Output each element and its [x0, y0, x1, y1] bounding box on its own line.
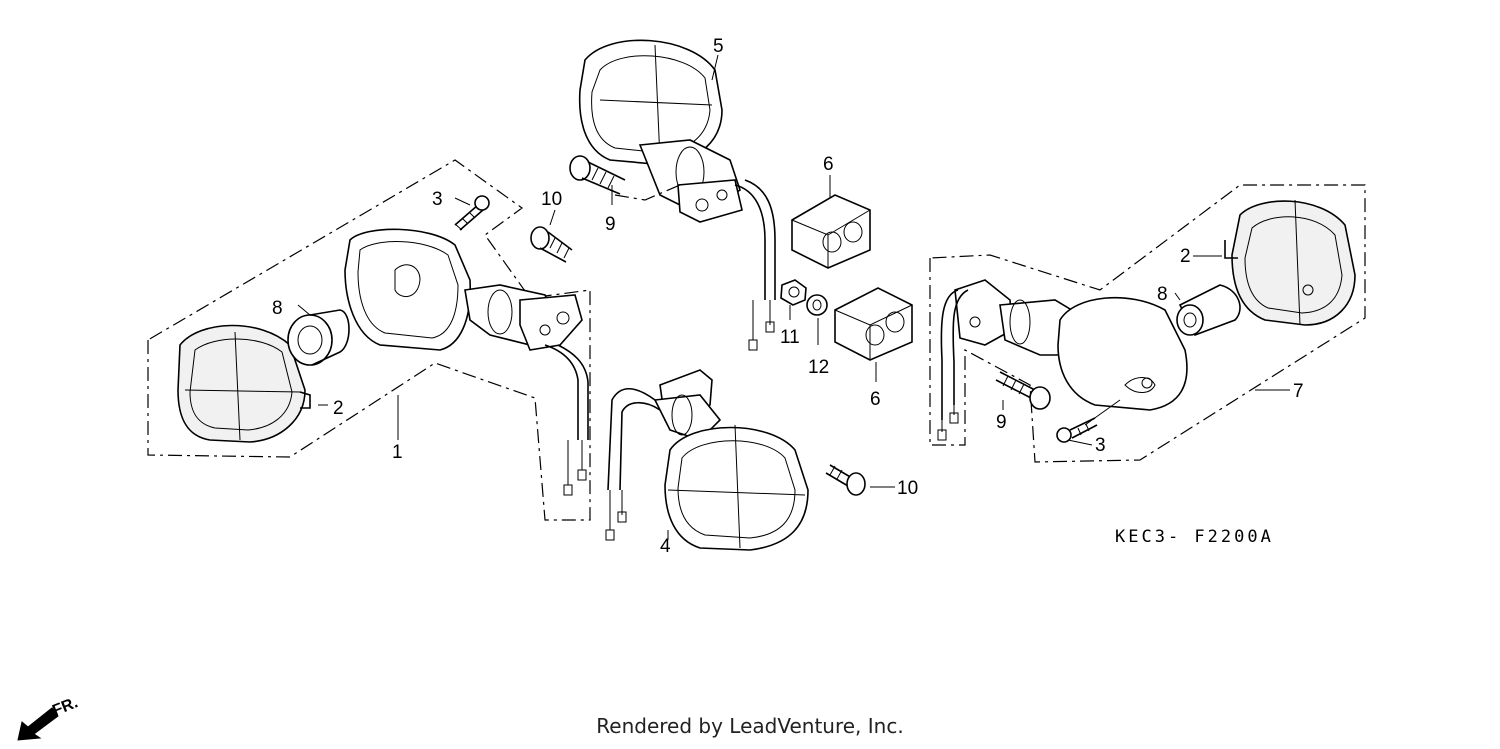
diagram-code: KEC3- F2200A — [1115, 527, 1274, 547]
lower-bolt-10 — [825, 464, 866, 496]
callout-4: 4 — [660, 536, 671, 557]
right-lens — [1224, 199, 1356, 326]
left-bolt-10 — [530, 226, 573, 263]
callout-9-upper: 9 — [605, 214, 616, 235]
front-lower-light — [605, 369, 809, 551]
callout-5: 5 — [713, 36, 724, 57]
callout-2-left: 2 — [333, 398, 344, 419]
rubber-block-6-lower — [834, 287, 913, 361]
right-bolt-9 — [995, 371, 1051, 410]
right-bulb — [1176, 284, 1241, 337]
assembly-5-border — [614, 184, 681, 201]
right-housing — [937, 279, 1188, 441]
left-housing — [344, 228, 589, 496]
callout-6-lower: 6 — [870, 389, 881, 410]
callout-2-right: 2 — [1180, 246, 1191, 267]
callout-9-right: 9 — [996, 412, 1007, 433]
upper-bolt-9 — [569, 155, 626, 195]
left-screw-3 — [454, 195, 490, 231]
leader-lines — [297, 54, 1290, 540]
left-lens — [177, 324, 311, 443]
callout-12: 12 — [808, 357, 829, 378]
credit-text: Rendered by LeadVenture, Inc. — [596, 714, 904, 738]
front-upper-light — [578, 39, 776, 351]
rubber-block-6-upper — [791, 194, 871, 269]
assembly-7-border — [929, 184, 1366, 463]
callout-3-right: 3 — [1095, 435, 1106, 456]
callout-3-left: 3 — [432, 189, 443, 210]
washer-12 — [806, 294, 828, 316]
callout-8-left: 8 — [272, 298, 283, 319]
right-screw-3 — [1056, 417, 1098, 443]
left-bulb — [287, 309, 350, 366]
callout-1: 1 — [392, 442, 403, 463]
callout-8-right: 8 — [1157, 284, 1168, 305]
callout-7: 7 — [1293, 381, 1304, 402]
callout-10-lower: 10 — [897, 478, 918, 499]
callout-11: 11 — [780, 327, 800, 348]
nut-11 — [780, 279, 807, 306]
callout-6-upper: 6 — [823, 154, 834, 175]
assembly-1-border — [147, 159, 591, 521]
callout-10-upper: 10 — [541, 189, 562, 210]
